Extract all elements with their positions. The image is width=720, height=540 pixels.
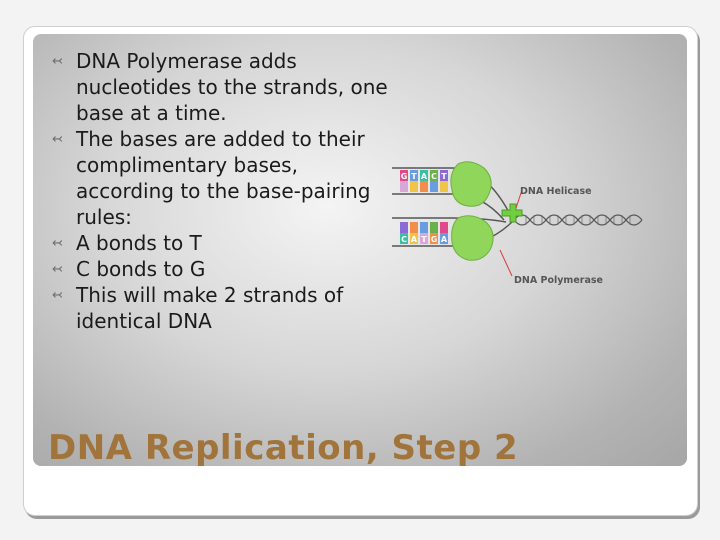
base-letter: A [411, 235, 418, 244]
top-base-pairs: G T A C T [400, 170, 448, 192]
bullet-text: The bases are added to their complimenta… [76, 127, 371, 229]
base-letter: G [401, 172, 408, 181]
bullet-list: ↢ DNA Polymerase adds nucleotides to the … [52, 48, 392, 334]
base-letter: T [421, 235, 427, 244]
bullet-text: A bonds to T [76, 231, 202, 255]
label-pointers [499, 189, 523, 277]
base-letter: A [441, 235, 448, 244]
bullet-item: ↢ This will make 2 strands of identical D… [52, 282, 392, 334]
base-letter: G [431, 235, 438, 244]
bullet-item: ↢ A bonds to T [52, 230, 392, 256]
parent-double-helix [513, 214, 643, 226]
bullet-text: This will make 2 strands of identical DN… [76, 283, 344, 333]
slide-title: DNA Replication, Step 2 [48, 428, 519, 468]
bullet-item: ↢ DNA Polymerase adds nucleotides to the … [52, 48, 392, 126]
bullet-arrow-icon: ↢ [52, 262, 63, 277]
bullet-text: C bonds to G [76, 257, 206, 281]
bullet-item: ↢ The bases are added to their compliment… [52, 126, 392, 230]
dna-helicase-enzyme [501, 203, 523, 223]
base-letter: T [411, 172, 417, 181]
bullet-arrow-icon: ↢ [52, 236, 63, 251]
base-letter: A [421, 172, 428, 181]
bullet-item: ↢ C bonds to G [52, 256, 392, 282]
dna-polymerase-enzyme [450, 161, 494, 261]
base-letter: C [431, 172, 437, 181]
bullet-arrow-icon: ↢ [52, 288, 63, 303]
slide-panel [33, 34, 687, 466]
base-letter: T [441, 172, 447, 181]
bullet-arrow-icon: ↢ [52, 132, 63, 147]
base-letter: C [401, 235, 407, 244]
helicase-label: DNA Helicase [520, 186, 592, 197]
bullet-arrow-icon: ↢ [52, 54, 63, 69]
dna-replication-figure: G T A C T C A T G A DNA Helicase DNA Pol… [392, 161, 643, 286]
bullet-text: DNA Polymerase adds nucleotides to the s… [76, 49, 388, 125]
bottom-base-pairs: C A T G A [400, 222, 448, 244]
polymerase-label: DNA Polymerase [514, 275, 603, 286]
